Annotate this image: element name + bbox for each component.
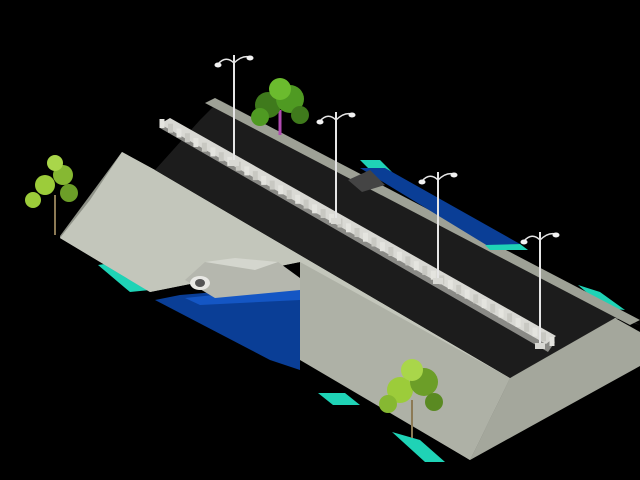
light-base — [535, 343, 545, 349]
barrier-tooth — [312, 204, 318, 214]
culvert-wall — [185, 262, 300, 298]
street-light-icon — [520, 232, 560, 349]
ground-edge-left — [98, 262, 150, 292]
embankment-front-face — [300, 262, 510, 460]
culvert-far — [348, 170, 385, 192]
barrier-tooth — [379, 242, 385, 252]
ground-edge-right — [578, 285, 625, 310]
barrier-tooth — [184, 133, 190, 143]
barrier-tooth — [244, 166, 250, 176]
barrier-tooth — [295, 194, 301, 204]
light-lamp — [520, 239, 528, 245]
barrier-tooth — [515, 318, 521, 327]
ground-edge-highlights — [98, 160, 625, 462]
barrier-tooth — [430, 270, 436, 280]
road-shoulder-far — [205, 98, 640, 325]
barrier-tooth — [532, 327, 538, 337]
barrier-tooth — [168, 123, 173, 133]
barrier-tooth — [464, 289, 470, 299]
tree-icon — [379, 359, 443, 413]
barrier-tooth — [193, 138, 199, 147]
barrier-tooth — [371, 237, 377, 247]
barrier-tooth — [320, 209, 326, 218]
barrier-tooth — [405, 256, 411, 266]
barrier-tooth — [396, 251, 402, 261]
street-light-icon — [418, 172, 458, 284]
embankment-left-side — [60, 152, 122, 238]
barrier-tooth — [303, 199, 309, 209]
barrier-tooth — [269, 180, 275, 190]
barrier-tooth — [549, 337, 555, 346]
barrier-tooth — [218, 152, 224, 162]
ground-edge-bottom — [318, 393, 360, 405]
light-base — [331, 218, 341, 224]
far-water-channel — [348, 168, 528, 250]
embankment-right-slope — [470, 318, 640, 460]
barrier-tooth — [210, 147, 216, 157]
barrier-tooth — [481, 299, 487, 309]
median-barrier — [159, 118, 556, 352]
light-lamp — [246, 55, 254, 61]
tree-left — [25, 155, 78, 235]
tree-far — [251, 78, 309, 135]
street-light-icon — [214, 55, 254, 166]
light-lamp — [552, 232, 560, 238]
barrier-tooth — [176, 128, 182, 138]
light-lamp — [316, 119, 324, 125]
near-water-basin — [155, 258, 300, 370]
light-lamp — [450, 172, 458, 178]
barrier-tooth — [490, 303, 496, 313]
barrier-tooth — [235, 161, 241, 171]
barrier-tooth — [447, 280, 453, 290]
barrier-tooth — [413, 261, 419, 271]
tree-near — [379, 359, 443, 438]
light-arm — [319, 115, 337, 122]
barrier-tooth — [422, 265, 428, 275]
ground-edge-bottom-right — [392, 432, 445, 462]
barrier-tooth — [286, 190, 292, 200]
light-arm — [523, 235, 541, 242]
light-arm — [421, 175, 439, 182]
barrier-tooth — [159, 119, 165, 128]
light-base — [229, 160, 239, 166]
barrier-tooth — [498, 308, 504, 318]
barrier-tooth — [363, 232, 368, 242]
culvert-wall-inner — [205, 258, 278, 270]
barrier-teeth — [159, 119, 555, 346]
street-light-icon — [316, 112, 356, 224]
water-basin — [155, 285, 300, 370]
light-lamp — [418, 179, 426, 185]
barrier-tooth — [278, 185, 284, 195]
light-lamp — [214, 62, 222, 68]
barrier-tooth — [541, 332, 546, 342]
barrier-tooth — [507, 313, 513, 323]
water-channel-far — [360, 168, 520, 246]
barrier-tooth — [201, 142, 207, 152]
culvert-pipe-opening — [195, 279, 205, 287]
barrier-tooth — [261, 175, 267, 185]
light-base — [433, 278, 443, 284]
barrier-tooth — [524, 322, 530, 332]
tree-icon — [25, 155, 78, 208]
light-lamp — [348, 112, 356, 118]
tree-icon — [251, 78, 309, 126]
barrier-tooth — [346, 223, 351, 233]
street-lights — [214, 55, 560, 349]
barrier-tooth — [456, 284, 462, 294]
water-channel-far-bank — [485, 244, 528, 250]
barrier-tooth — [354, 228, 360, 237]
barrier-tooth — [252, 171, 258, 181]
barrier-tooth — [473, 294, 479, 304]
light-arm — [217, 58, 235, 65]
barrier-tooth — [388, 247, 394, 256]
road-surface — [155, 100, 640, 378]
